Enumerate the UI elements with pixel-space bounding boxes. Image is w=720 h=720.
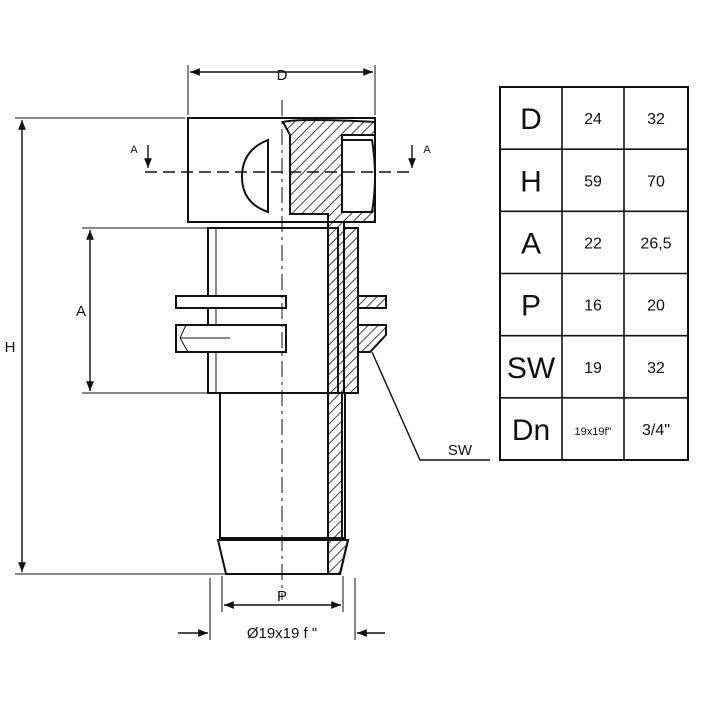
table-param: Dn xyxy=(512,414,550,447)
table-row: Dn 19x19f" 3/4" xyxy=(512,414,670,447)
table-param: SW xyxy=(507,352,556,385)
thread-hatch xyxy=(343,227,359,394)
table-row: SW 19 32 xyxy=(507,352,665,385)
table-value-1: 16 xyxy=(584,298,602,315)
table-param: A xyxy=(521,227,541,260)
table-value-1: 24 xyxy=(584,111,602,128)
svg-text:A: A xyxy=(423,144,431,156)
table-value-1: 22 xyxy=(584,235,602,252)
section-marker-left: A xyxy=(130,144,152,168)
table-param: H xyxy=(520,165,542,198)
svg-text:A: A xyxy=(130,144,138,156)
table-value-1: 19 xyxy=(584,360,602,377)
table-row: P 16 20 xyxy=(521,290,665,323)
table-param: P xyxy=(521,290,541,323)
nut-section xyxy=(357,324,387,353)
label-A: A xyxy=(76,303,86,320)
section-marker-right: A xyxy=(408,144,431,168)
table-row: D 24 32 xyxy=(520,103,665,136)
dimension-hose: Ø19x19 f " xyxy=(178,578,385,642)
label-H: H xyxy=(5,339,16,356)
cross-bore xyxy=(240,138,269,214)
table-row: H 59 70 xyxy=(520,165,665,198)
head-section-hatch xyxy=(281,119,376,223)
label-D: D xyxy=(277,67,288,84)
side-bore xyxy=(341,139,376,213)
table-row: A 22 26,5 xyxy=(521,227,672,260)
dimension-H: H xyxy=(5,117,225,575)
table-value-2: 32 xyxy=(647,111,665,128)
dimension-A: A xyxy=(76,227,208,394)
table-param: D xyxy=(520,103,542,136)
table-value-1: 59 xyxy=(584,173,602,190)
fitting-body xyxy=(175,117,387,575)
table-value-2: 70 xyxy=(647,173,665,190)
label-hose: Ø19x19 f " xyxy=(247,625,317,642)
table-value-2: 32 xyxy=(647,360,665,377)
label-P: P xyxy=(277,588,287,605)
nut xyxy=(175,324,287,353)
label-SW: SW xyxy=(448,442,473,459)
washer-section xyxy=(357,295,387,309)
table-value-2: 26,5 xyxy=(640,235,671,252)
table-value-1: 19x19f" xyxy=(575,426,612,438)
leader-SW: SW xyxy=(371,351,490,461)
stem-wall-hatch xyxy=(327,221,345,399)
table-value-2: 3/4" xyxy=(642,422,670,439)
dimension-P: P xyxy=(221,576,344,612)
threaded-stem xyxy=(207,227,339,394)
table-value-2: 20 xyxy=(647,298,665,315)
washer xyxy=(175,295,287,309)
hose-tail-wall xyxy=(327,392,343,539)
dimension-D: D xyxy=(187,65,376,115)
